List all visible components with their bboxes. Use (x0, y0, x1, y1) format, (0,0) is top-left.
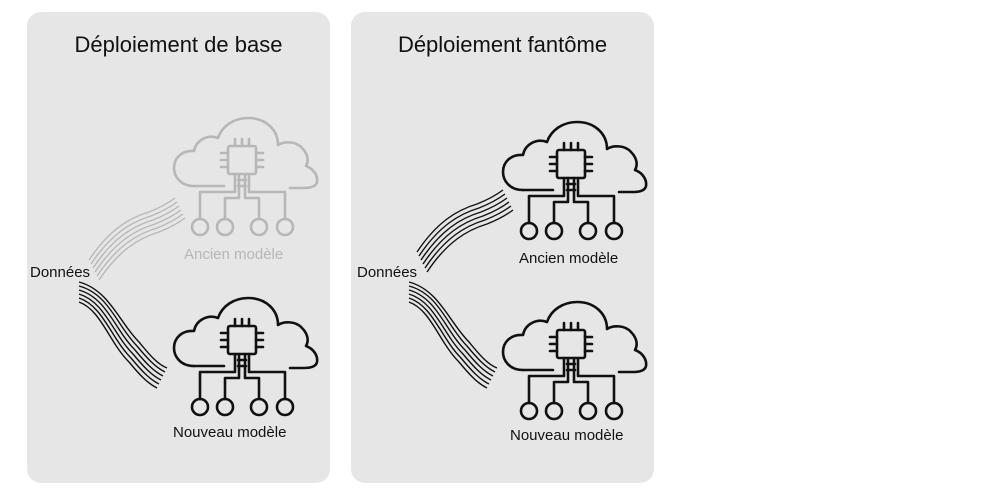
panel-title: Déploiement fantôme (397, 32, 608, 57)
panel-title: Déploiement de base (74, 32, 283, 57)
wavy-lines-icon (408, 281, 498, 389)
data-label: Données (30, 264, 91, 281)
cloud-chip-icon (501, 300, 648, 421)
standard-deployment-diagram (78, 116, 319, 417)
new-model-label: Nouveau modèle (510, 427, 624, 444)
old-model-label: Ancien modèle (519, 250, 619, 267)
shadow-deployment-diagram (408, 120, 648, 421)
standard-deployment-panel: Déploiement de base Données Ancien modèl… (27, 12, 330, 483)
shadow-deployment-panel: Déploiement fantôme Données Ancien modèl… (351, 12, 654, 483)
data-label: Données (357, 264, 418, 281)
cloud-chip-icon (172, 296, 319, 417)
old-model-label: Ancien modèle (184, 246, 284, 263)
cloud-chip-icon (172, 116, 319, 237)
wavy-lines-icon (88, 197, 186, 281)
new-model-label: Nouveau modèle (173, 424, 287, 441)
wavy-lines-icon (78, 281, 168, 389)
wavy-lines-icon (416, 189, 514, 273)
cloud-chip-icon (501, 120, 648, 241)
